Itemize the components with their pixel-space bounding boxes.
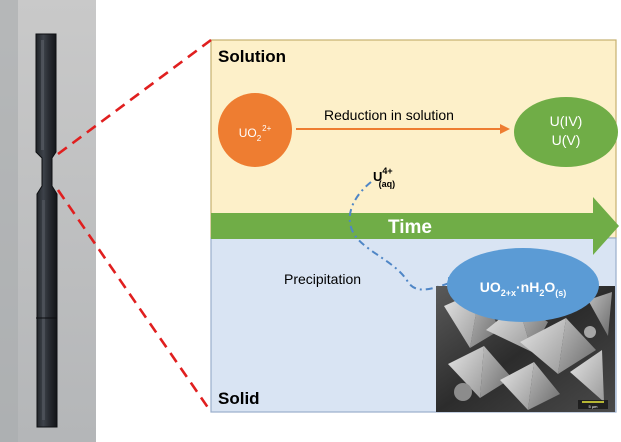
precipitation-label: Precipitation (284, 271, 361, 287)
uranyl-label: UO22+ (239, 124, 272, 143)
reduced-u-node (514, 97, 618, 167)
uranyl-node (218, 93, 292, 167)
u4-aq-label: U4+(aq) (373, 166, 395, 189)
solid-label: Solid (218, 389, 260, 408)
solution-label: Solution (218, 47, 286, 66)
zoom-line-bottom (56, 189, 213, 413)
product-node (447, 248, 599, 322)
reduction-arrow (296, 124, 510, 134)
reduction-label: Reduction in solution (324, 107, 454, 123)
reduced-u-line1: U(IV) (550, 113, 583, 129)
time-label: Time (388, 217, 432, 238)
rod-photo (0, 0, 96, 442)
sem-scale-label: 5 µm (589, 404, 599, 409)
reduced-u-line2: U(V) (552, 132, 581, 148)
product-label: UO2+x·nH2O(s) (480, 279, 567, 298)
time-arrow (211, 197, 619, 255)
zoom-line-top (57, 38, 212, 156)
